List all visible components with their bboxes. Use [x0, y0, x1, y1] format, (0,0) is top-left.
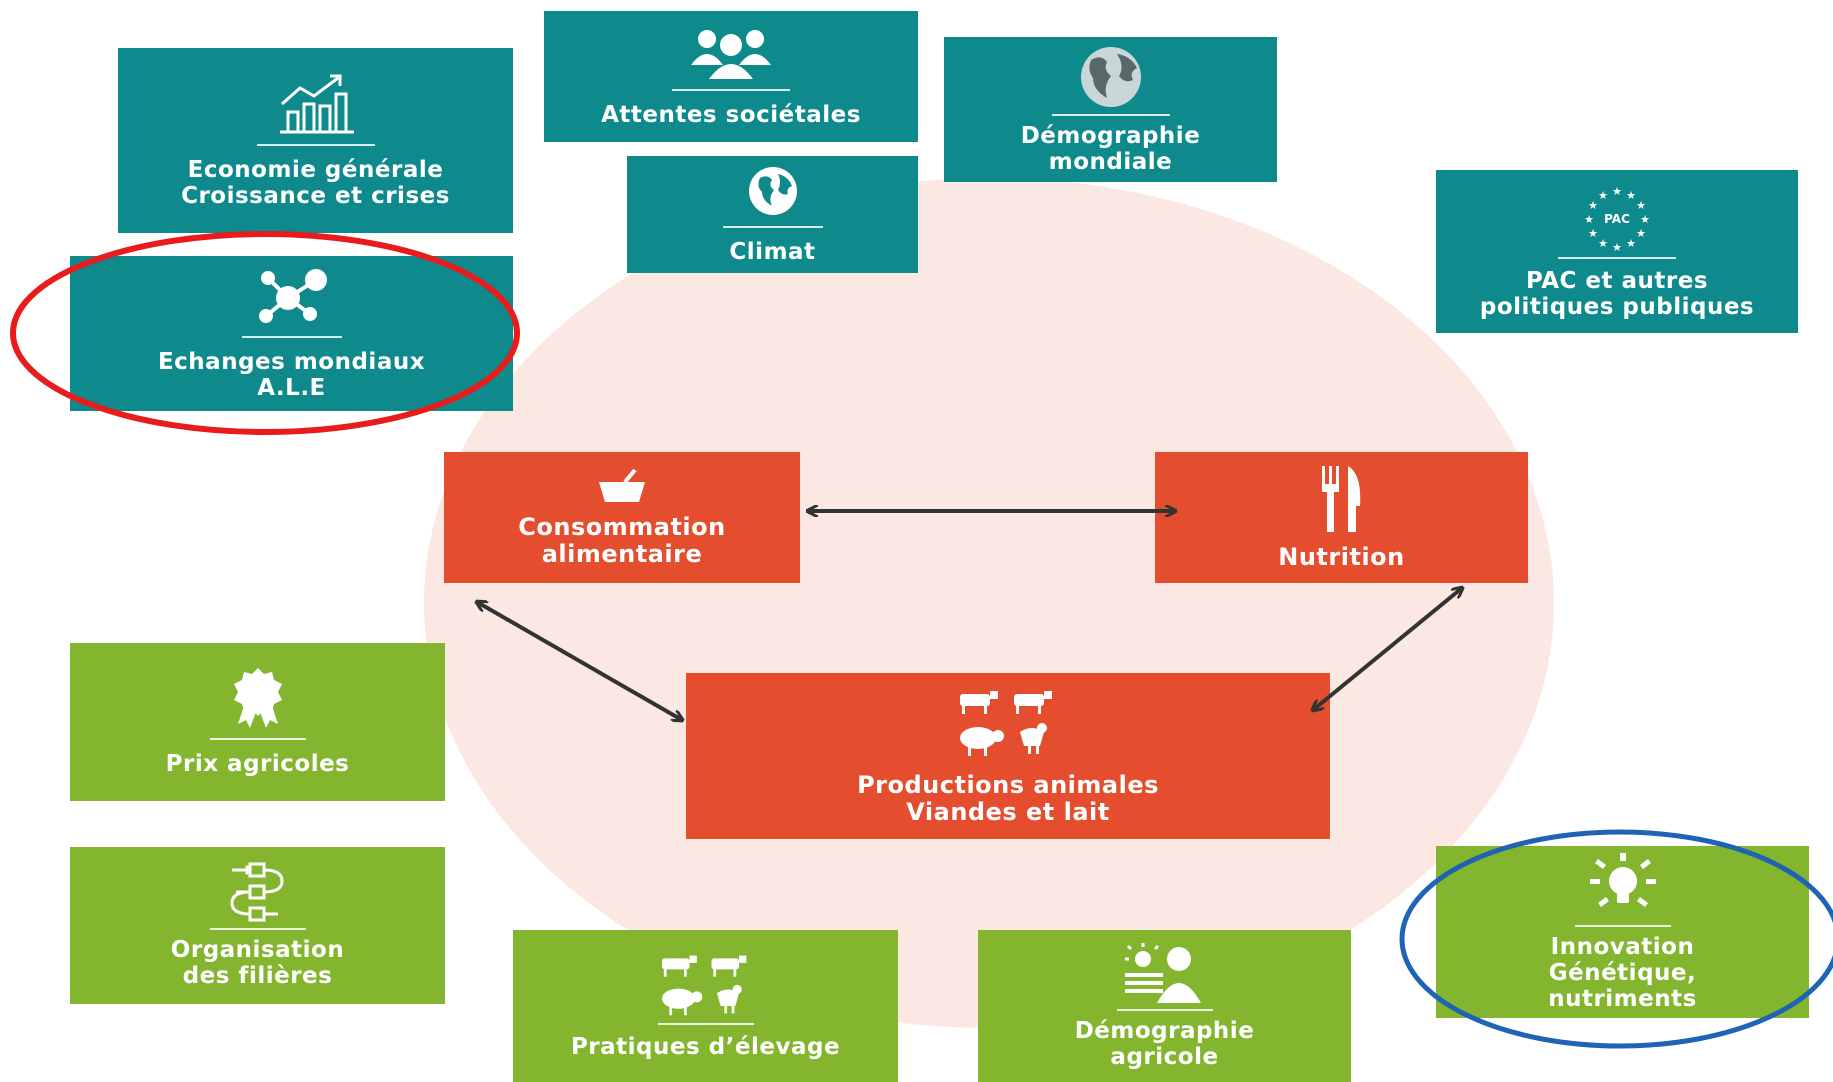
svg-text:★: ★	[1626, 237, 1636, 250]
svg-text:★: ★	[1626, 189, 1636, 202]
svg-text:★: ★	[1640, 213, 1650, 226]
svg-text:★: ★	[1636, 199, 1646, 212]
people-group-icon	[691, 29, 771, 79]
box-demographie-mondiale: Démographie mondiale	[944, 37, 1277, 182]
box-economie: Economie générale Croissance et crises	[118, 48, 513, 233]
label-climat: Climat	[729, 238, 816, 265]
svg-text:★: ★	[1636, 227, 1646, 240]
label-consommation: Consommation alimentaire	[518, 512, 726, 568]
svg-text:★: ★	[1598, 237, 1608, 250]
box-productions: Productions animales Viandes et lait	[686, 673, 1330, 839]
divider	[1116, 1009, 1213, 1012]
label-demographie-mondiale: Démographie mondiale	[1020, 122, 1201, 175]
divider	[209, 738, 306, 741]
label-pratiques: Pratiques d’élevage	[570, 1034, 841, 1061]
divider	[722, 225, 823, 228]
globe-icon	[1080, 46, 1141, 107]
box-climat: Climat	[627, 156, 918, 273]
box-consommation: Consommation alimentaire	[444, 452, 800, 583]
growth-chart-icon	[279, 74, 354, 134]
livestock-icon	[960, 691, 1052, 757]
box-demographie-agricole: Démographie agricole	[978, 930, 1351, 1082]
svg-text:★: ★	[1612, 241, 1622, 253]
farmer-icon	[1124, 943, 1201, 1004]
box-prix: Prix agricoles	[70, 643, 445, 801]
pac-icon-text: PAC	[1604, 212, 1630, 226]
label-productions: Productions animales Viandes et lait	[857, 771, 1159, 826]
shopping-basket-icon	[599, 468, 645, 502]
highlight-blue-ellipse	[1399, 829, 1833, 1049]
divider	[1558, 256, 1676, 259]
box-innovation: Innovation Génétique, nutriments	[1436, 846, 1809, 1018]
box-pratiques: Pratiques d’élevage	[513, 930, 898, 1082]
divider	[657, 1023, 754, 1026]
earth-icon	[748, 166, 797, 215]
label-demographie-agricole: Démographie agricole	[1074, 1018, 1255, 1070]
network-molecule-icon	[258, 268, 327, 323]
label-echanges: Echanges mondiaux A.L.E	[157, 348, 426, 401]
svg-text:★: ★	[1588, 227, 1598, 240]
box-attentes: Attentes sociétales	[544, 11, 918, 142]
divider	[209, 927, 306, 930]
svg-text:★: ★	[1584, 213, 1594, 226]
label-pac: PAC et autres politiques publiques	[1479, 267, 1755, 320]
livestock-icon	[661, 955, 746, 1016]
award-rosette-icon	[233, 668, 282, 729]
label-nutrition: Nutrition	[1278, 543, 1405, 572]
label-innovation: Innovation Génétique, nutriments	[1548, 934, 1697, 1012]
divider	[241, 335, 342, 338]
divider	[256, 143, 375, 146]
label-economie: Economie générale Croissance et crises	[181, 156, 450, 209]
svg-text:★: ★	[1612, 185, 1622, 198]
label-attentes: Attentes sociétales	[601, 101, 861, 128]
flow-process-icon	[229, 862, 284, 922]
arrow-nutrition-productions	[1313, 588, 1462, 710]
svg-text:★: ★	[1598, 189, 1608, 202]
divider	[672, 88, 790, 91]
divider	[1051, 113, 1170, 116]
box-organisation: Organisation des filières	[70, 847, 445, 1004]
svg-text:★: ★	[1588, 199, 1598, 212]
box-nutrition: Nutrition	[1155, 452, 1528, 583]
lightbulb-icon	[1589, 853, 1656, 908]
box-pac: ★★★★ ★★★★ ★★★★ PAC PAC et autres politiq…	[1436, 170, 1798, 333]
box-echanges: Echanges mondiaux A.L.E	[70, 256, 513, 411]
label-organisation: Organisation des filières	[170, 936, 345, 989]
divider	[1574, 925, 1671, 928]
fork-knife-icon	[1321, 466, 1360, 533]
arrow-consommation-productions	[477, 602, 682, 720]
label-prix: Prix agricoles	[165, 751, 350, 778]
eu-stars-icon: ★★★★ ★★★★ ★★★★ PAC	[1584, 185, 1650, 253]
highlight-red-ellipse	[10, 231, 520, 435]
